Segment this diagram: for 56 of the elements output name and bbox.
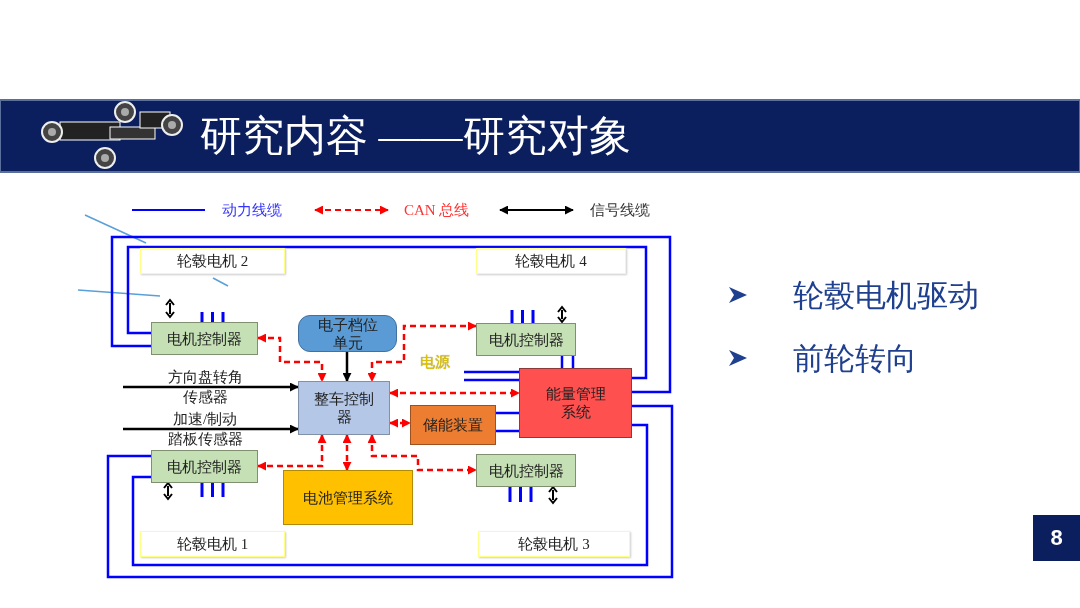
box-label: 整车控制器 [313, 390, 375, 426]
power-cable-line [106, 404, 674, 579]
box-label: 轮毂电机 1 [176, 535, 249, 553]
bullet-text: 轮毂电机驱动 [793, 276, 979, 315]
box-label: 电机控制器 [488, 330, 564, 349]
box-label: 电机控制器 [167, 457, 242, 476]
edge-label: 加速/制动踏板传感器 [166, 410, 244, 449]
box-label: 电机控制器 [488, 461, 564, 480]
box-label: 电机控制器 [167, 329, 242, 348]
power-cable-line [126, 245, 648, 380]
box-label: 储能装置 [423, 416, 483, 434]
bullet-text: 前轮转向 [793, 339, 917, 378]
arrow [389, 418, 411, 428]
motor-label-box [476, 248, 626, 274]
box-label: 电池管理系统 [303, 488, 393, 507]
power-cable-line [131, 423, 649, 567]
power-cable-line [110, 235, 672, 394]
battery-management-box [283, 470, 413, 525]
arrow [257, 434, 327, 471]
power-label: 电源 [420, 353, 464, 384]
box-label: 轮毂电机 3 [518, 535, 590, 553]
legend-label: CAN 总线 [404, 201, 470, 220]
box-label: 轮毂电机 4 [515, 252, 587, 270]
edge-label: 方向盘转角传感器 [166, 368, 244, 407]
power-cable-line [464, 378, 519, 382]
controller-box [151, 322, 258, 355]
power-cable-line [464, 370, 519, 374]
gear-unit-box [298, 315, 397, 352]
arrow [123, 424, 299, 434]
energy-storage-box [410, 405, 496, 445]
arrow [367, 321, 477, 382]
box-label: 能量管理系统 [544, 385, 607, 421]
arrow [342, 434, 352, 471]
page-number: 8 [1033, 515, 1080, 561]
motor-label-box [140, 531, 285, 557]
arrow [342, 352, 352, 382]
slide-title: 研究内容 ——研究对象 [200, 112, 631, 161]
power-cable-line [571, 356, 575, 368]
vehicle-controller-box [298, 381, 390, 435]
power-cable-line [560, 356, 564, 368]
arrow [389, 388, 520, 398]
arrow [367, 434, 477, 475]
arrow [123, 382, 299, 392]
arrow [257, 333, 327, 382]
box-label: 电子档位单元 [316, 315, 379, 352]
controller-box [476, 454, 576, 487]
controller-box [151, 450, 258, 483]
power-cable-line [496, 411, 519, 415]
energy-management-box [519, 368, 632, 438]
legend-label: 动力线缆 [222, 201, 282, 220]
motor-label-box [140, 248, 285, 274]
legend-label: 信号线缆 [590, 201, 650, 220]
box-label: 轮毂电机 2 [176, 252, 249, 270]
power-cable-line [496, 429, 519, 433]
motor-label-box [478, 531, 630, 557]
controller-box [476, 323, 576, 356]
